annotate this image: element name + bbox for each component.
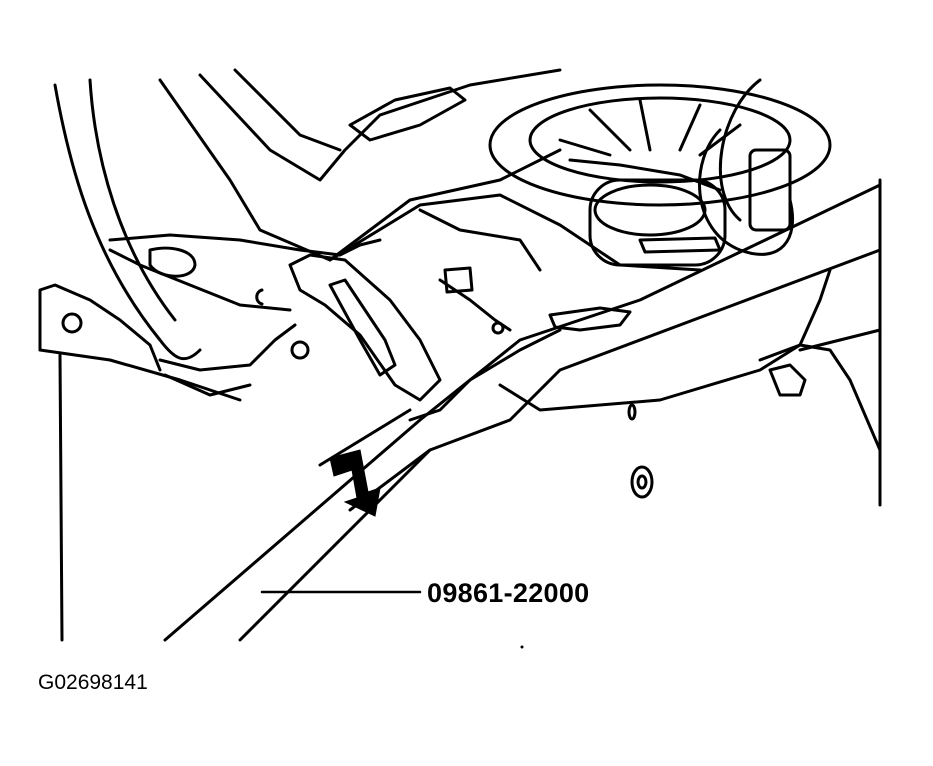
connector — [748, 148, 792, 232]
drum-outer — [488, 83, 832, 207]
bracket — [288, 253, 442, 402]
bolt-4 — [627, 403, 637, 421]
bracket-slot — [328, 278, 397, 377]
wire-loop-2 — [718, 78, 762, 222]
lower-panel-left — [58, 353, 64, 642]
cable-tube — [158, 323, 297, 372]
hub-face — [593, 183, 707, 237]
right-panel-2 — [758, 343, 882, 452]
lever-arm — [108, 233, 382, 257]
wire-harness-left-inner — [88, 78, 177, 322]
rotation-arrow-icon — [329, 449, 381, 517]
bolt-3 — [630, 465, 654, 499]
hub-slot — [638, 236, 722, 254]
cable-clip — [548, 306, 632, 332]
small-c — [255, 288, 264, 306]
bolt-5 — [491, 321, 505, 335]
lever-end — [148, 246, 197, 278]
right-slot — [768, 363, 807, 397]
connector-wire — [568, 158, 722, 192]
small-rect — [443, 266, 474, 294]
upper-edge — [233, 68, 342, 152]
rail-mid — [408, 328, 562, 422]
wire-loop — [698, 128, 795, 256]
upper-frame-2 — [198, 68, 562, 182]
bolt-3-inner — [636, 474, 648, 490]
cable-tube-2 — [163, 373, 252, 397]
bolt-1 — [290, 340, 310, 360]
lower-panel-edge — [38, 348, 242, 402]
body-outline — [38, 283, 162, 372]
right-panel — [498, 268, 832, 412]
bolt-2 — [61, 312, 83, 334]
rail-bottom — [238, 248, 882, 642]
tool-shaft-upper — [318, 408, 412, 467]
part-number-callout: 09861-22000 — [427, 578, 590, 608]
speck — [520, 645, 524, 649]
right-box — [798, 328, 882, 352]
drum-spokes — [558, 98, 742, 157]
lever-arm-lower — [108, 248, 292, 312]
upper-frame — [158, 78, 562, 262]
wire-harness-left — [53, 83, 202, 361]
drum-inner — [528, 96, 792, 184]
hub — [588, 178, 727, 267]
center-frame-2 — [418, 208, 542, 272]
figure-id-label: G02698141 — [38, 671, 148, 694]
rail-top — [163, 183, 882, 642]
upper-slot — [348, 86, 467, 142]
